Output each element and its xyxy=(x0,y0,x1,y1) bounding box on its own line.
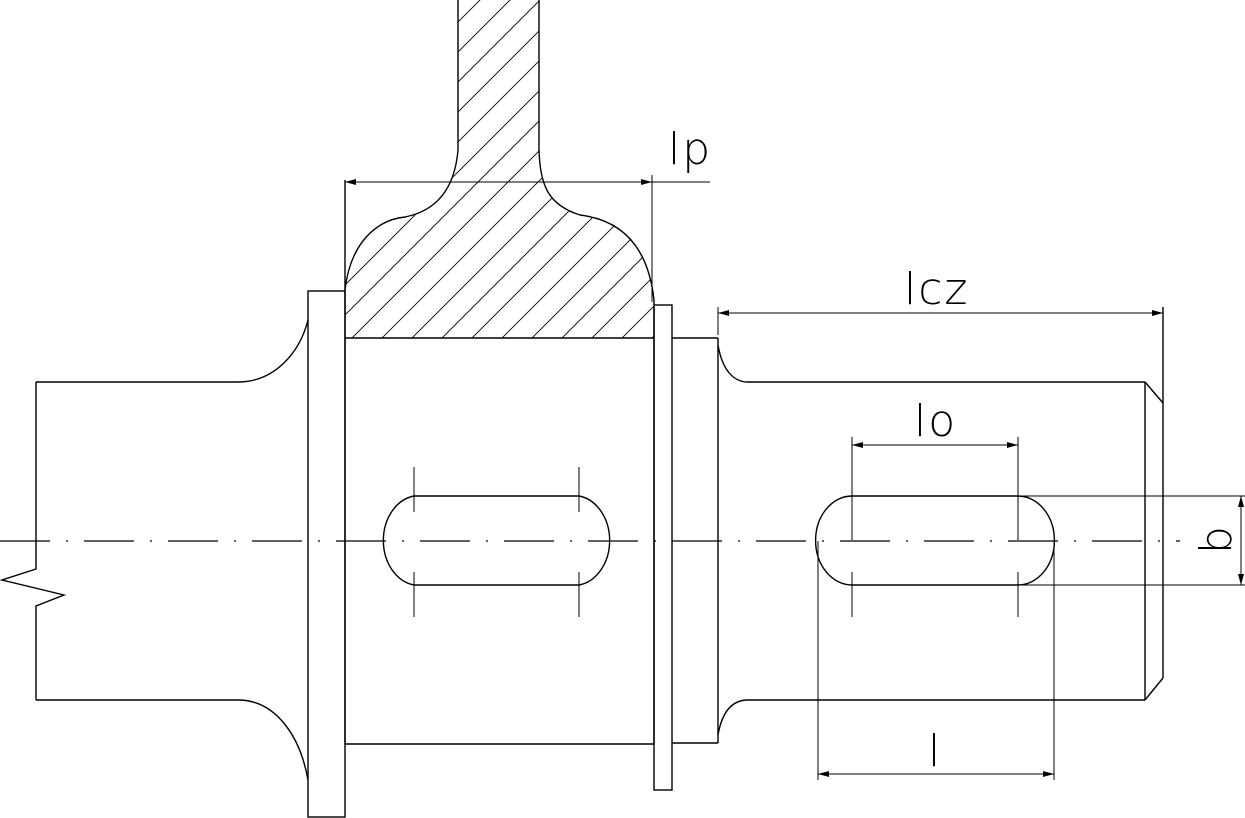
dimension-b xyxy=(1238,496,1244,585)
break-line xyxy=(0,382,67,700)
gear-section-hatch xyxy=(345,0,654,338)
right-collar xyxy=(653,304,673,791)
label-lp: lp xyxy=(668,124,713,175)
left-collar xyxy=(307,290,346,818)
shaft-keyway xyxy=(814,437,1245,780)
hub-keyway xyxy=(382,467,611,617)
gear-web-outline xyxy=(344,0,655,301)
dimension-l xyxy=(818,771,1054,777)
dimension-lcz xyxy=(717,307,1163,335)
label-lcz: lcz xyxy=(904,264,970,315)
hub-body xyxy=(344,180,655,745)
right-shaft-end xyxy=(717,307,1164,736)
dimension-lo xyxy=(852,442,1018,448)
label-l: l xyxy=(928,726,943,777)
label-b: b xyxy=(1190,524,1242,554)
left-shaft xyxy=(0,319,309,781)
label-lo: lo xyxy=(914,396,958,447)
dimension-lp xyxy=(345,175,710,302)
